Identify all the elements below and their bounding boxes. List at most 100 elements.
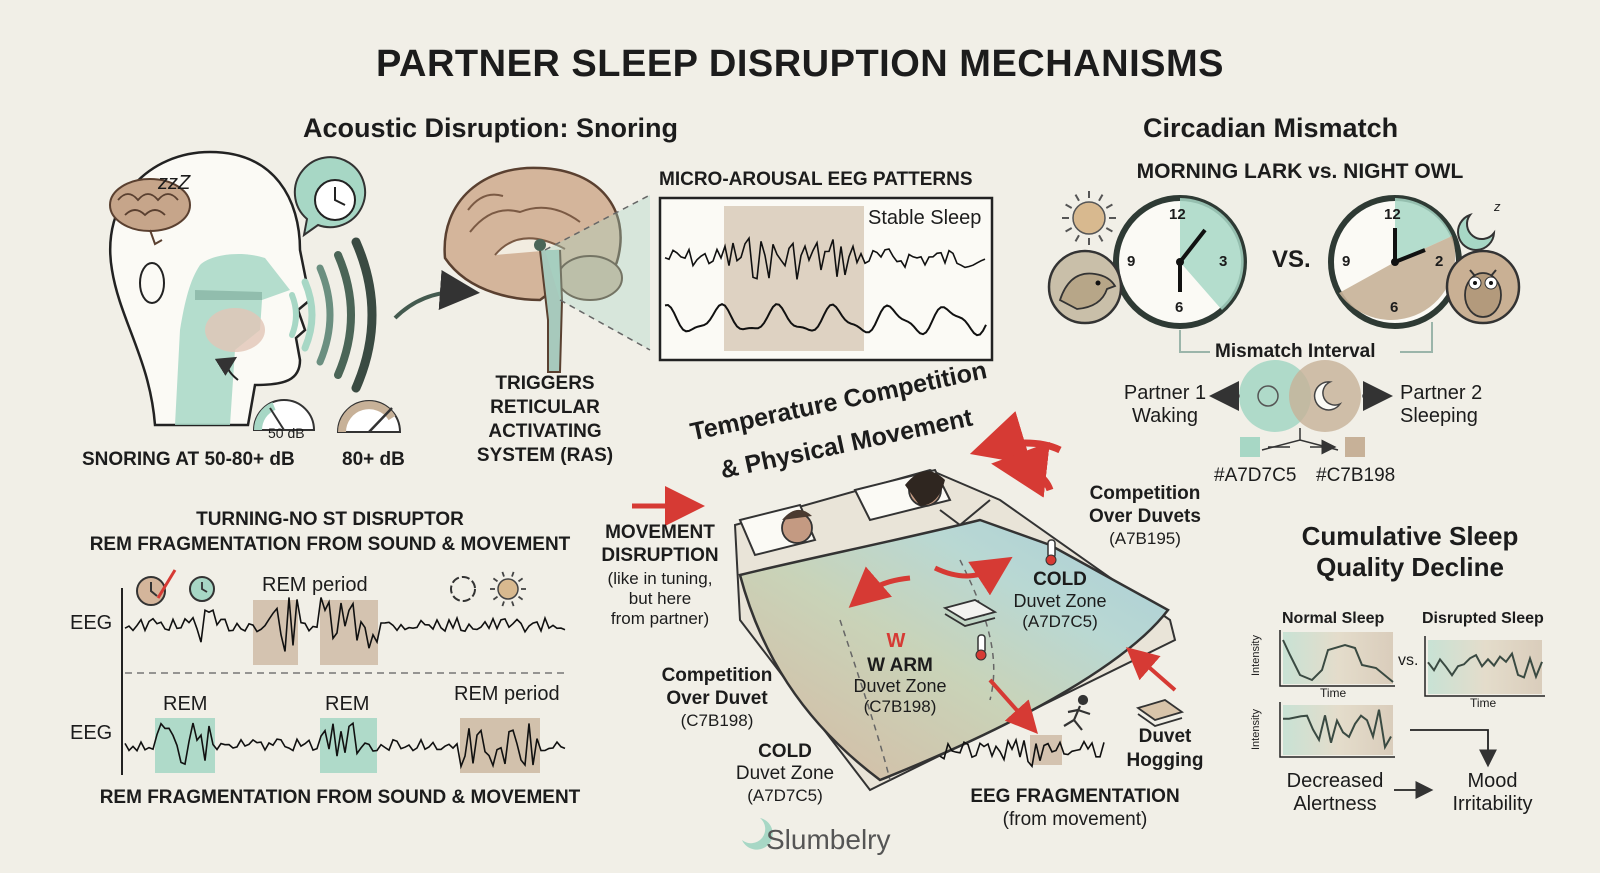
clock1-6: 6 (1175, 299, 1184, 316)
intensity-axis-label-2: Intensity (1250, 709, 1262, 750)
thermometer-icon (975, 634, 987, 661)
db-gauge-50 (252, 399, 316, 431)
partner2-line-1: Partner 2 (1400, 382, 1483, 404)
hex-mint-label: #A7D7C5 (1214, 465, 1297, 486)
duvet-hogging-1: Duvet (1138, 726, 1192, 747)
normal-sleep-chart (1279, 630, 1395, 687)
snore-zzz: zzZ (158, 172, 191, 194)
sun-icon (1062, 191, 1116, 245)
movement-note-2: but here (628, 589, 692, 608)
sun-ray (511, 601, 515, 607)
cold-bottom-label: COLD (758, 741, 812, 762)
rem-eeg-panel (121, 569, 568, 775)
sun-ray (1074, 194, 1080, 202)
movement-note-1: (like in tuning, (607, 569, 713, 588)
duvet-zone-middle: Duvet Zone (853, 676, 947, 696)
alertness-line-2: Alertness (1293, 793, 1377, 815)
code-mint-top: (A7D7C5) (1022, 612, 1098, 631)
db-gauge-80 (336, 400, 402, 433)
owl-icon (1445, 249, 1521, 325)
duvet-zone-top: Duvet Zone (1013, 591, 1107, 611)
clock2-9: 9 (1342, 253, 1351, 270)
duvet-pile-icon (1135, 699, 1185, 727)
hex-tan-label: #C7B198 (1316, 465, 1396, 486)
cumulative-heading-2: Quality Decline (1316, 552, 1504, 582)
lark-clock (1113, 195, 1247, 329)
decline-chart (1279, 702, 1395, 758)
movement-note-3: from partner) (610, 609, 710, 628)
sun-ray (1098, 194, 1104, 202)
sun-ray (492, 577, 499, 583)
lark-bird-icon (1047, 249, 1123, 325)
ras-line-2: RETICULAR (490, 397, 600, 418)
sleep-face-icon (450, 576, 476, 602)
cumulative-vs: vs. (1398, 652, 1419, 669)
sun-ray (1065, 203, 1073, 209)
cold-top-label: COLD (1033, 569, 1087, 590)
mood-line-2: Irritability (1452, 793, 1533, 815)
normal-sleep-label: Normal Sleep (1282, 610, 1385, 627)
clock2-2: 2 (1435, 253, 1444, 270)
time-axis-label-1: Time (1320, 686, 1347, 700)
page-title: PARTNER SLEEP DISRUPTION MECHANISMS (376, 43, 1224, 85)
warm-glyph: W (886, 630, 906, 652)
code-blue: (A7B195) (1109, 529, 1181, 548)
code-tan-left: (C7B198) (680, 711, 754, 730)
time-axis-label-2: Time (1470, 696, 1497, 710)
brain-icon (109, 178, 191, 246)
brain-sagittal-illustration (443, 166, 651, 373)
sun-ray (1105, 227, 1113, 233)
competition-duvets-2: Over Duvets (1089, 506, 1201, 527)
bed-illustration (632, 411, 1185, 792)
sun-ray (501, 601, 505, 607)
alarm-clock-icon (136, 569, 177, 606)
snoring-caption: SNORING AT 50-80+ dB (82, 449, 295, 470)
rem-period-top: REM period (262, 574, 368, 596)
folded-blanket-icon (942, 599, 998, 627)
alertness-line-1: Decreased (1286, 770, 1384, 792)
db-meter-label: 50 dB (268, 425, 305, 441)
code-tan-middle: (C7B198) (863, 697, 937, 716)
head-profile-illustration (109, 150, 312, 427)
sun-ray (501, 571, 505, 577)
clock1-12: 12 (1169, 206, 1186, 223)
micro-arousal-eeg-box (658, 196, 994, 362)
clock1-9: 9 (1127, 253, 1136, 270)
mismatch-interval-label: Mismatch Interval (1215, 341, 1376, 362)
stable-sleep-label: Stable Sleep (868, 207, 982, 229)
rem-label-2: REM (325, 693, 370, 715)
rem-period-bottom: REM period (454, 683, 560, 705)
arrow-to-mood (1410, 729, 1497, 768)
sun-ray (1065, 227, 1073, 233)
circadian-subheading: MORNING LARK vs. NIGHT OWL (1136, 160, 1464, 183)
sun-ray (517, 577, 524, 583)
competition-duvets-1: Competition (1089, 483, 1201, 504)
movement-line-2: DISRUPTION (601, 545, 719, 566)
duvet-zone-bottom: Duvet Zone (735, 763, 835, 784)
clock1-3: 3 (1219, 253, 1228, 270)
disrupted-sleep-chart (1424, 636, 1545, 697)
acoustic-heading: Acoustic Disruption: Snoring (303, 113, 678, 143)
sound-waves-icon (289, 237, 377, 393)
db-caption: 80+ dB (342, 449, 405, 470)
small-clock-icon (189, 576, 215, 602)
partner1-line-1: Partner 1 (1123, 382, 1207, 404)
mood-line-1: Mood (1467, 770, 1518, 792)
intensity-axis-label-1: Intensity (1250, 635, 1262, 676)
disrupted-sleep-label: Disrupted Sleep (1422, 610, 1544, 627)
duvet-hogging-2: Hogging (1126, 750, 1204, 771)
running-person-icon (1063, 694, 1091, 731)
sun-ray (1105, 203, 1113, 209)
sun-ray (1098, 234, 1104, 242)
rem-heading-2: REM FRAGMENTATION FROM SOUND & MOVEMENT (89, 534, 571, 555)
ras-line-4: SYSTEM (RAS) (476, 445, 614, 466)
clock2-6: 6 (1390, 299, 1399, 316)
moon-icon (1457, 212, 1496, 251)
ras-line-3: ACTIVATING (488, 421, 602, 442)
movement-line-1: MOVEMENT (605, 522, 715, 543)
sun-ray (511, 571, 515, 577)
rem-caption: REM FRAGMENTATION FROM SOUND & MOVEMENT (99, 787, 581, 808)
arrow-to-brain (393, 270, 480, 320)
owl-clock (1328, 195, 1462, 329)
